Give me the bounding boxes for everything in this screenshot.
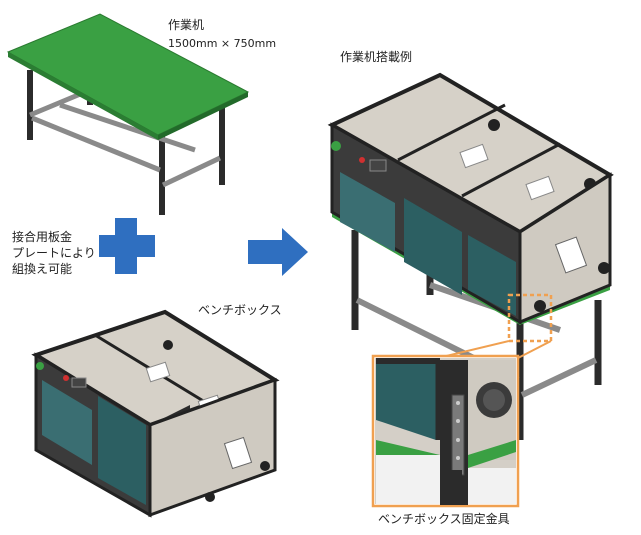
bench-box-illustration — [31, 309, 280, 518]
swap-note-line3: 組換え可能 — [12, 262, 73, 276]
swap-note-line2: プレートにより — [12, 246, 96, 260]
fixture-zoom-inset — [371, 354, 520, 508]
arrow-right-icon — [248, 228, 308, 276]
mounted-example-illustration — [327, 72, 614, 440]
swap-note-line1: 接合用板金 — [12, 230, 73, 244]
mount-example-title: 作業机搭載例 — [340, 50, 413, 64]
fixture-caption: ベンチボックス固定金具 — [378, 512, 510, 526]
fixture-highlight-box — [507, 293, 553, 343]
desk-dimensions: 1500mm × 750mm — [168, 37, 277, 50]
plus-icon — [99, 218, 155, 274]
work-desk-illustration — [6, 13, 250, 215]
bench-box-title: ベンチボックス — [198, 303, 282, 317]
desk-title: 作業机 — [168, 18, 205, 32]
